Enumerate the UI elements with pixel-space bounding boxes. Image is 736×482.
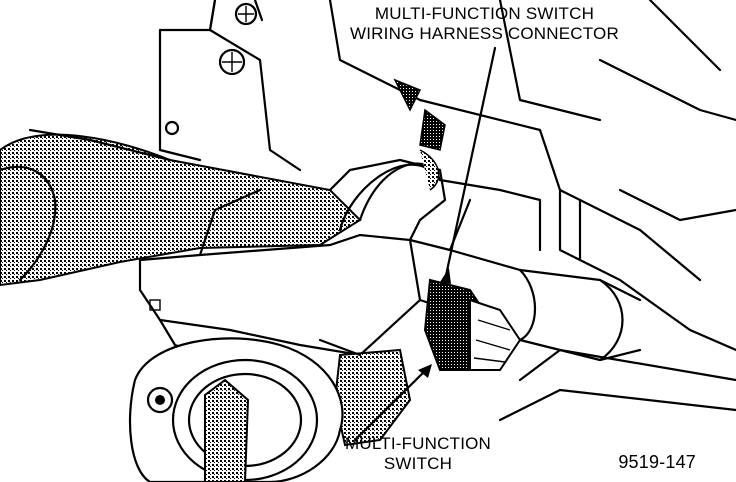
bracket-screws	[164, 2, 258, 136]
turn-signal-lever	[0, 128, 362, 287]
ignition-cylinder	[128, 337, 344, 482]
connector-label-line2: WIRING HARNESS CONNECTOR	[350, 24, 619, 43]
harness-connector	[393, 78, 522, 371]
connector-label: MULTI-FUNCTION SWITCH WIRING HARNESS CON…	[350, 4, 619, 44]
figure-number: 9519-147	[618, 452, 696, 472]
switch-label: MULTI-FUNCTION SWITCH	[345, 434, 491, 474]
switch-label-line2: SWITCH	[383, 454, 453, 473]
switch-label-line1: MULTI-FUNCTION	[345, 434, 492, 453]
leader-lines	[353, 46, 497, 442]
dash-structure	[158, 0, 736, 422]
connector-label-line1: MULTI-FUNCTION SWITCH	[374, 4, 595, 23]
